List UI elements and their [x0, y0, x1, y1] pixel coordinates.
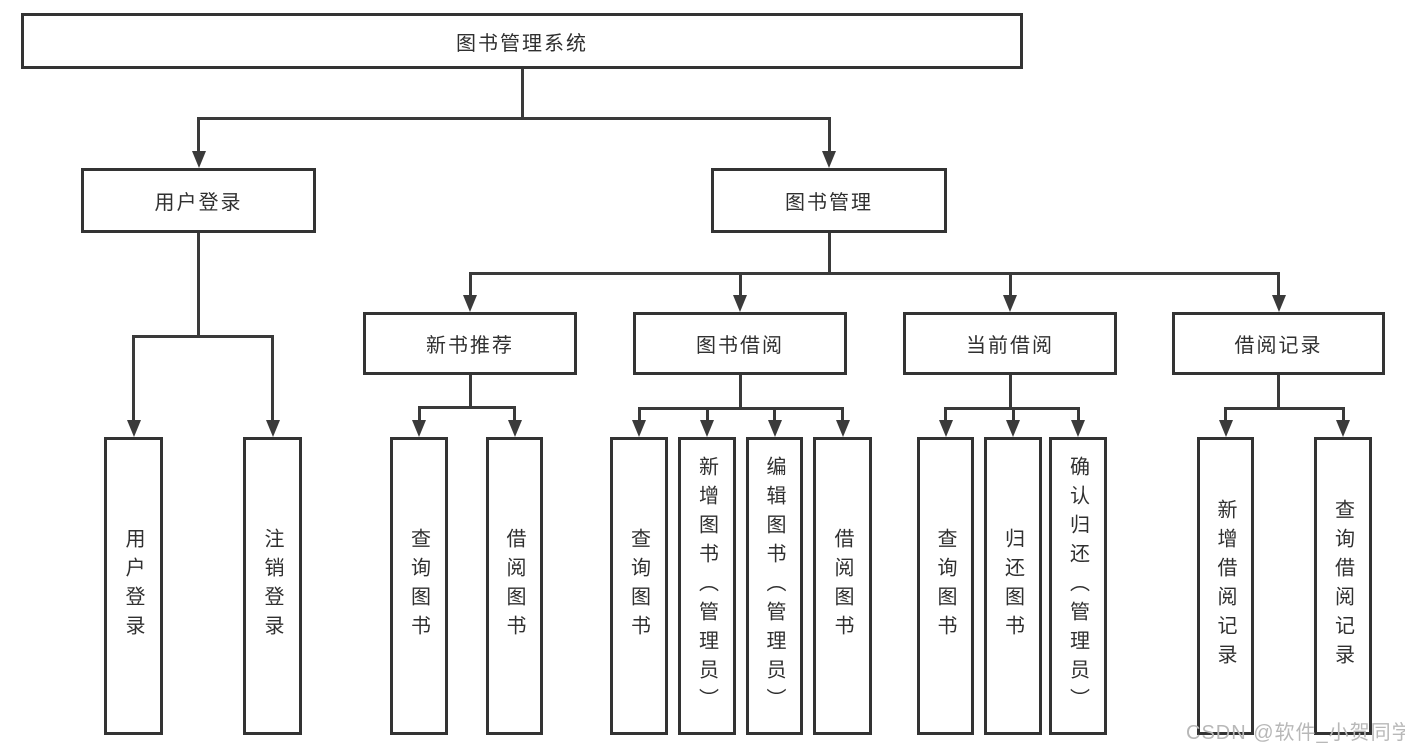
arrowhead-down-icon: [507, 420, 522, 437]
node-label: 查询图书: [934, 528, 956, 644]
edge-drop-new-book-recommend: [468, 272, 472, 300]
node-leaf-query-book-3: 查询图书: [917, 437, 974, 735]
node-label: 当前借阅: [966, 335, 1054, 357]
arrowhead-down-icon: [1336, 420, 1350, 437]
edge-drop-leaf-logout: [271, 335, 274, 425]
node-leaf-query-record: 查询借阅记录: [1314, 437, 1372, 735]
arrowhead-down-icon: [126, 420, 141, 437]
edge-drop-leaf-query-book-3: [944, 407, 947, 425]
arrowhead-down-icon: [191, 151, 206, 168]
node-label: 图书借阅: [696, 335, 784, 357]
edge-stem-book-borrowing: [738, 375, 742, 410]
node-label: 借阅图书: [831, 528, 853, 644]
edge-bus-root: [197, 117, 831, 120]
node-book-borrowing: 图书借阅: [633, 312, 847, 375]
arrowhead-down-icon: [1003, 295, 1017, 312]
node-leaf-edit-book: 编辑图书（管理员）: [746, 437, 803, 735]
node-label: 图书管理系统: [456, 32, 588, 55]
edge-drop-leaf-query-record: [1341, 407, 1345, 425]
edge-stem-current-borrowing: [1008, 375, 1012, 410]
arrowhead-down-icon: [822, 151, 836, 168]
node-label: 借阅图书: [503, 528, 525, 644]
node-leaf-logout: 注销登录: [243, 437, 302, 735]
node-book-management: 图书管理: [711, 168, 947, 233]
arrowhead-down-icon: [767, 420, 782, 437]
edge-drop-current-borrowing: [1008, 272, 1012, 300]
edge-bus-book-management: [468, 272, 1280, 275]
node-leaf-user-login: 用户登录: [104, 437, 163, 735]
arrowhead-down-icon: [835, 420, 850, 437]
node-leaf-query-book-2: 查询图书: [610, 437, 668, 735]
node-label: 编辑图书（管理员）: [763, 455, 785, 717]
edge-stem-borrowing-records: [1277, 375, 1280, 410]
arrowhead-down-icon: [412, 420, 426, 437]
edge-bus-user-login: [132, 335, 274, 338]
edge-drop-leaf-confirm-return: [1076, 407, 1080, 425]
node-label: 查询借阅记录: [1331, 499, 1354, 673]
edge-stem-user-login: [197, 233, 200, 338]
node-label: 用户登录: [122, 528, 144, 644]
arrowhead-down-icon: [1006, 420, 1020, 437]
node-leaf-return-book: 归还图书: [984, 437, 1042, 735]
arrowhead-down-icon: [632, 420, 646, 437]
edge-drop-user-login: [197, 117, 200, 156]
arrowhead-down-icon: [1218, 420, 1233, 437]
edge-drop-leaf-borrow-book-2: [841, 407, 844, 425]
node-label: 借阅记录: [1234, 335, 1323, 357]
arrowhead-down-icon: [463, 295, 477, 312]
arrowhead-down-icon: [1071, 420, 1085, 437]
edge-bus-new-book-recommend: [417, 406, 516, 409]
node-new-book-recommend: 新书推荐: [363, 312, 577, 375]
node-leaf-confirm-return: 确认归还（管理员）: [1049, 437, 1107, 735]
edge-drop-leaf-edit-book: [773, 407, 776, 425]
edge-bus-book-borrowing: [637, 407, 844, 410]
node-label: 新增图书（管理员）: [695, 455, 718, 717]
node-label: 新书推荐: [426, 335, 514, 357]
edge-stem-root: [520, 69, 524, 120]
watermark: CSDN @软件_小贺同学: [1186, 722, 1405, 744]
node-root: 图书管理系统: [21, 13, 1023, 69]
node-leaf-borrow-book-1: 借阅图书: [486, 437, 543, 735]
node-label: 查询图书: [627, 528, 650, 644]
node-borrowing-records: 借阅记录: [1172, 312, 1385, 375]
arrowhead-down-icon: [733, 295, 747, 312]
edge-stem-new-book-recommend: [468, 375, 472, 409]
node-leaf-add-book: 新增图书（管理员）: [678, 437, 736, 735]
edge-drop-leaf-add-record: [1224, 407, 1227, 425]
node-user-login: 用户登录: [81, 168, 316, 233]
node-leaf-borrow-book-2: 借阅图书: [813, 437, 872, 735]
edge-drop-borrowing-records: [1277, 272, 1280, 300]
node-label: 图书管理: [785, 192, 873, 214]
edge-drop-book-management: [827, 117, 831, 156]
edge-drop-leaf-return-book: [1011, 407, 1015, 425]
edge-drop-leaf-borrow-book-1: [513, 406, 516, 425]
edge-bus-borrowing-records: [1224, 407, 1345, 410]
arrowhead-down-icon: [1271, 295, 1286, 312]
node-label: 注销登录: [261, 528, 283, 644]
edge-drop-leaf-query-book-1: [417, 406, 421, 425]
edge-drop-book-borrowing: [738, 272, 742, 300]
edge-drop-leaf-query-book-2: [637, 407, 641, 425]
node-label: 查询图书: [407, 528, 430, 644]
arrowhead-down-icon: [700, 420, 714, 437]
node-leaf-query-book-1: 查询图书: [390, 437, 448, 735]
arrowhead-down-icon: [938, 420, 953, 437]
node-label: 新增借阅记录: [1214, 499, 1236, 673]
edge-drop-leaf-add-book: [705, 407, 709, 425]
edge-drop-leaf-user-login: [132, 335, 135, 425]
node-leaf-add-record: 新增借阅记录: [1197, 437, 1254, 735]
edge-stem-book-management: [827, 233, 831, 275]
arrowhead-down-icon: [265, 420, 280, 437]
node-label: 用户登录: [154, 192, 243, 214]
node-label: 归还图书: [1001, 528, 1024, 644]
node-current-borrowing: 当前借阅: [903, 312, 1117, 375]
node-label: 确认归还（管理员）: [1066, 455, 1089, 717]
